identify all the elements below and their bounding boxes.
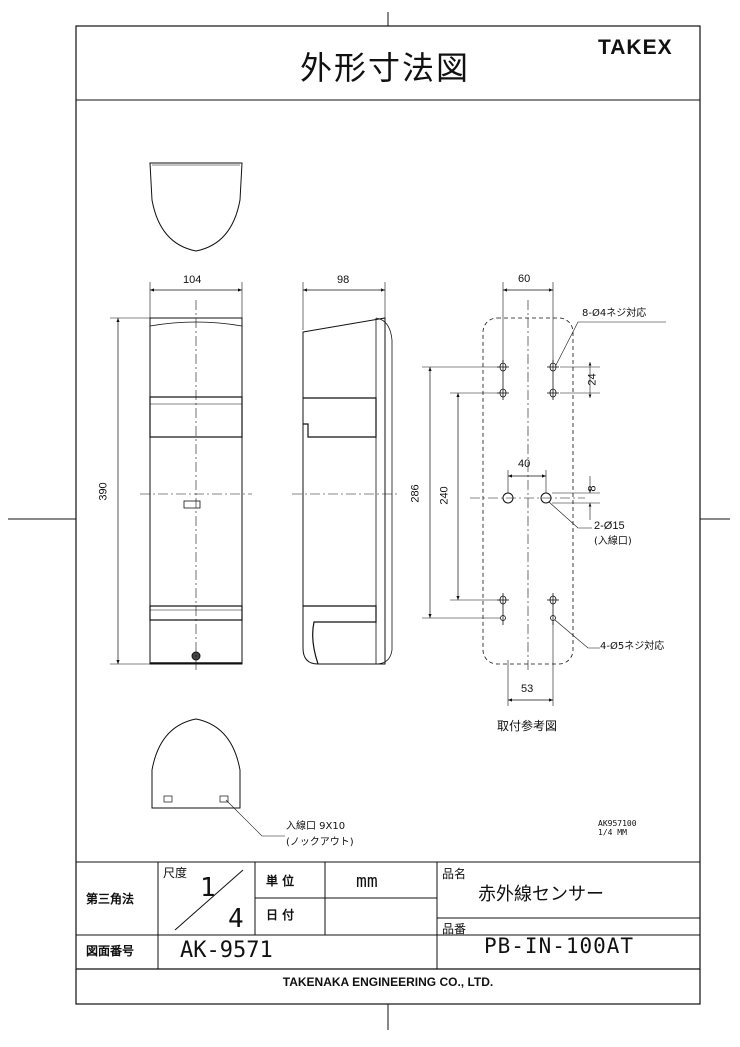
product-name: 赤外線センサー xyxy=(478,884,604,905)
inlet-spec: 入線口 9X10 xyxy=(286,821,346,832)
dim-mount-height-inner: 240 xyxy=(438,486,451,505)
scale-denominator: 4 xyxy=(228,904,244,934)
mount-reference-caption: 取付参考図 xyxy=(497,719,558,733)
dim-offset-8: 8 xyxy=(586,485,599,492)
dim-cable-pitch: 40 xyxy=(518,458,531,470)
dim-height: 390 xyxy=(97,482,110,501)
dim-mount-pitch-top: 60 xyxy=(518,273,531,285)
drawing-code: AK957100 xyxy=(598,819,637,828)
dim-offset-24: 24 xyxy=(586,373,599,386)
dim-front-width: 104 xyxy=(183,274,202,286)
dim-mount-height-outer: 286 xyxy=(409,484,422,503)
unit-label: 単 位 xyxy=(266,874,295,888)
unit-value: mm xyxy=(356,871,378,892)
cable-hole-spec: 2-Ø15 xyxy=(594,520,625,532)
projection-label: 第三角法 xyxy=(86,892,135,906)
hole-spec-top: 8-Ø4ネジ対応 xyxy=(582,308,647,319)
part-no-label: 品番 xyxy=(442,922,467,936)
drawing-no: AK-9571 xyxy=(180,938,273,963)
bottom-cap-view xyxy=(151,718,241,809)
drawing-no-label: 図面番号 xyxy=(86,944,135,958)
page-title: 外形寸法図 xyxy=(299,49,470,87)
side-view xyxy=(302,317,393,665)
brand-logo: TAKEX xyxy=(598,36,673,59)
hole-spec-bottom: 4-Ø5ネジ対応 xyxy=(600,641,665,652)
title-block xyxy=(76,861,700,970)
cable-hole-note: (入線口) xyxy=(594,536,632,547)
date-label: 日 付 xyxy=(266,908,295,922)
dim-side-depth: 98 xyxy=(337,274,350,286)
scale-numerator: 1 xyxy=(200,873,216,903)
top-cap-view xyxy=(149,162,243,252)
drawing-scale-unit: 1/4 MM xyxy=(598,828,627,837)
company-name: TAKENAKA ENGINEERING CO., LTD. xyxy=(282,975,494,989)
part-no: PB-IN-100AT xyxy=(484,934,635,958)
inlet-note: (ノックアウト) xyxy=(286,837,354,848)
scale-label: 尺度 xyxy=(163,866,188,880)
dim-mount-pitch-bottom: 53 xyxy=(521,683,534,695)
mounting-reference-view xyxy=(470,300,585,672)
product-name-label: 品名 xyxy=(442,867,467,881)
